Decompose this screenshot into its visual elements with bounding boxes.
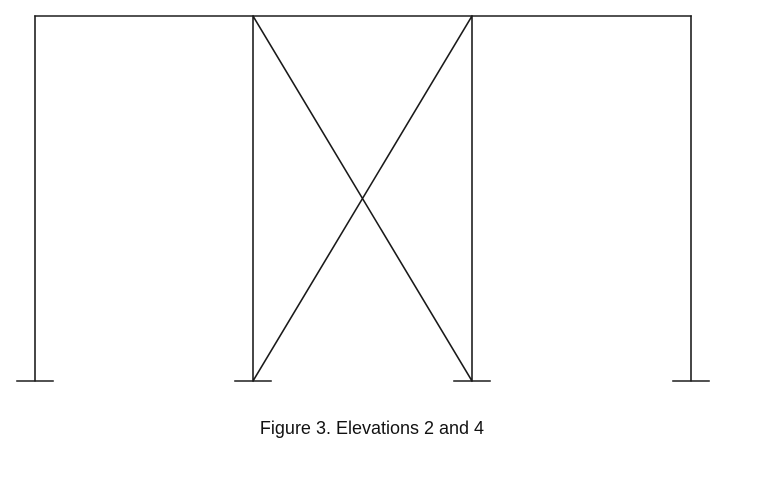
brace-diagonal-2 bbox=[251, 14, 474, 383]
braced-frame-elevation bbox=[16, 14, 710, 383]
figure-caption: Figure 3. Elevations 2 and 4 bbox=[259, 418, 485, 438]
